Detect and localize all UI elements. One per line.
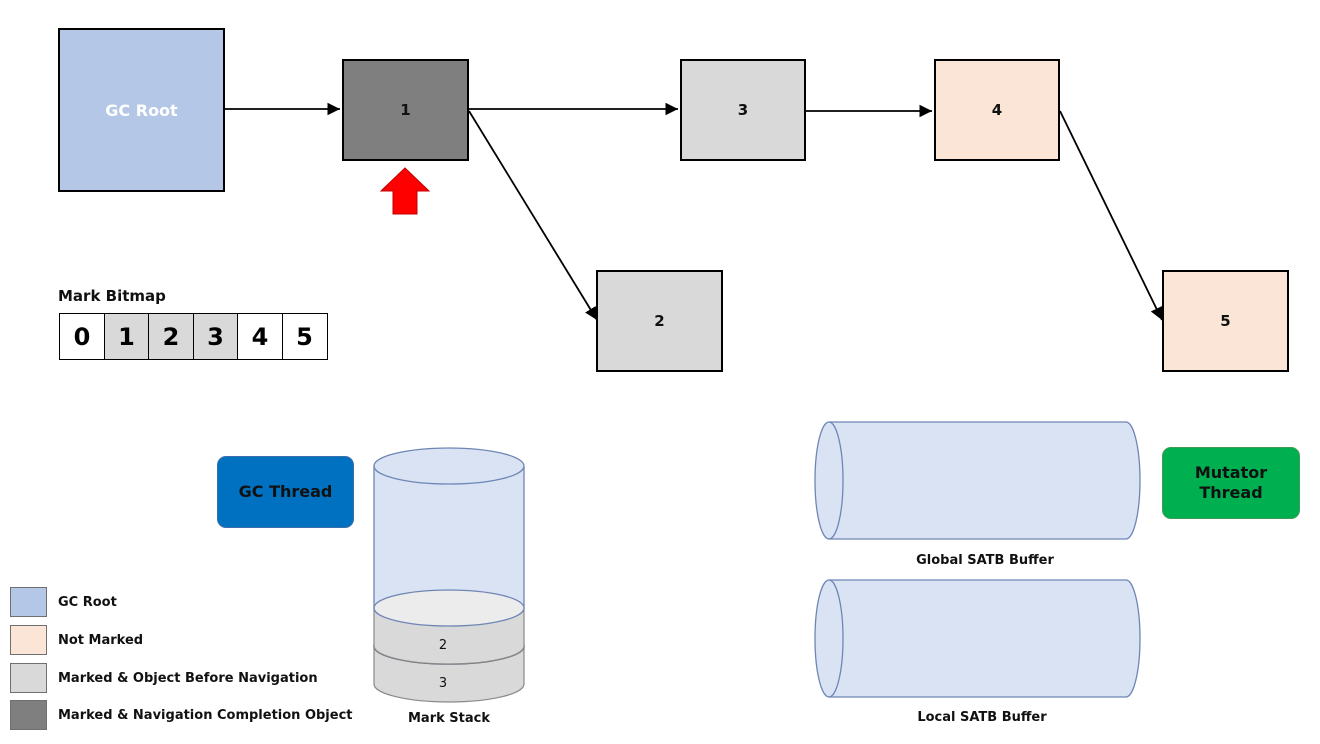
gc-root-node: GC Root bbox=[58, 28, 225, 192]
current-object-pointer-arrow bbox=[379, 167, 431, 215]
object-node-1: 1 bbox=[342, 59, 469, 161]
legend-swatch-not-marked bbox=[10, 625, 47, 655]
stack-item-3: 3 bbox=[439, 676, 447, 691]
object-node-3: 3 bbox=[680, 59, 806, 161]
bitmap-cell-0: 0 bbox=[59, 313, 105, 360]
mark-stack-cylinder bbox=[373, 447, 525, 703]
object-node-4: 4 bbox=[934, 59, 1060, 161]
object-node-2: 2 bbox=[596, 270, 723, 372]
gc-thread-box: GC Thread bbox=[217, 456, 354, 528]
edge-4-to-5 bbox=[1059, 110, 1163, 321]
mark-stack-caption: Mark Stack bbox=[408, 711, 490, 726]
legend-item-gc-root: GC Root bbox=[10, 587, 117, 617]
object-node-5: 5 bbox=[1162, 270, 1289, 372]
local-satb-buffer-caption: Local SATB Buffer bbox=[917, 710, 1047, 725]
global-satb-buffer-caption: Global SATB Buffer bbox=[916, 553, 1054, 568]
legend-swatch-marked-before-navigation bbox=[10, 663, 47, 693]
legend-item-navigation-completion: Marked & Navigation Completion Object bbox=[10, 700, 353, 730]
legend-item-not-marked: Not Marked bbox=[10, 625, 143, 655]
bitmap-cell-1: 1 bbox=[103, 313, 150, 360]
mark-bitmap-title: Mark Bitmap bbox=[58, 287, 166, 305]
bitmap-cell-2: 2 bbox=[148, 313, 194, 360]
local-satb-buffer bbox=[814, 579, 1141, 698]
bitmap-cell-4: 4 bbox=[237, 313, 283, 360]
global-satb-buffer bbox=[814, 421, 1141, 540]
legend-swatch-gc-root bbox=[10, 587, 47, 617]
mutator-thread-box: Mutator Thread bbox=[1162, 447, 1300, 519]
edge-1-to-2 bbox=[468, 110, 598, 321]
mutator-thread-label: Mutator Thread bbox=[1194, 463, 1268, 502]
bitmap-cell-5: 5 bbox=[281, 313, 328, 360]
legend-swatch-navigation-completion bbox=[10, 700, 47, 730]
stack-item-2: 2 bbox=[439, 638, 447, 653]
legend-item-marked-before-navigation: Marked & Object Before Navigation bbox=[10, 663, 318, 693]
mark-bitmap: 0 1 2 3 4 5 bbox=[59, 313, 328, 360]
legend-label-gc-root: GC Root bbox=[58, 594, 117, 610]
legend-label-marked-before-navigation: Marked & Object Before Navigation bbox=[58, 670, 318, 686]
legend-label-navigation-completion: Marked & Navigation Completion Object bbox=[58, 707, 353, 723]
legend-label-not-marked: Not Marked bbox=[58, 632, 144, 648]
